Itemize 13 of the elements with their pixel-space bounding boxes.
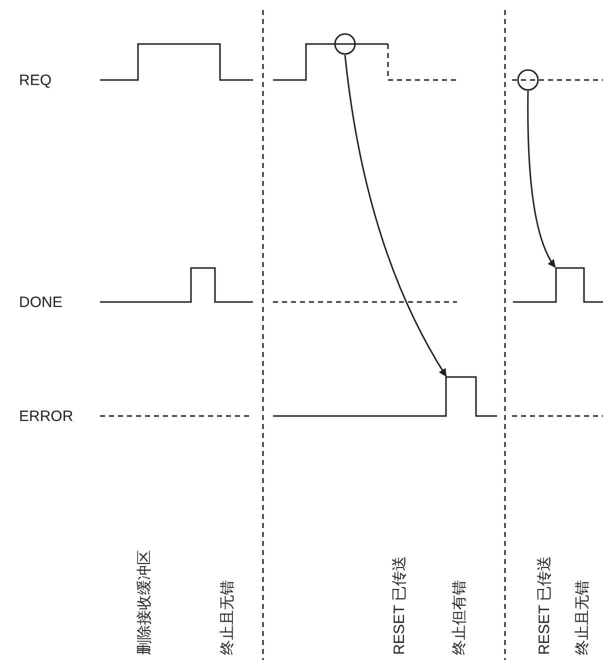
marker-circle	[334, 33, 356, 55]
phase-label: RESET 已传送	[391, 556, 409, 655]
signal-label: DONE	[19, 294, 62, 312]
signal-label: ERROR	[19, 408, 74, 426]
arrow	[527, 91, 556, 268]
phase-label: 终止且无错	[219, 580, 237, 655]
phase-label: 终止且无错	[574, 580, 592, 655]
marker-circle	[517, 69, 539, 91]
arrow	[344, 54, 447, 377]
signal-label: REQ	[19, 72, 52, 90]
phase-label: 终止但有错	[451, 580, 469, 655]
phase-label: RESET 已传送	[536, 556, 554, 655]
phase-label: 删除接收缓冲区	[136, 550, 154, 655]
